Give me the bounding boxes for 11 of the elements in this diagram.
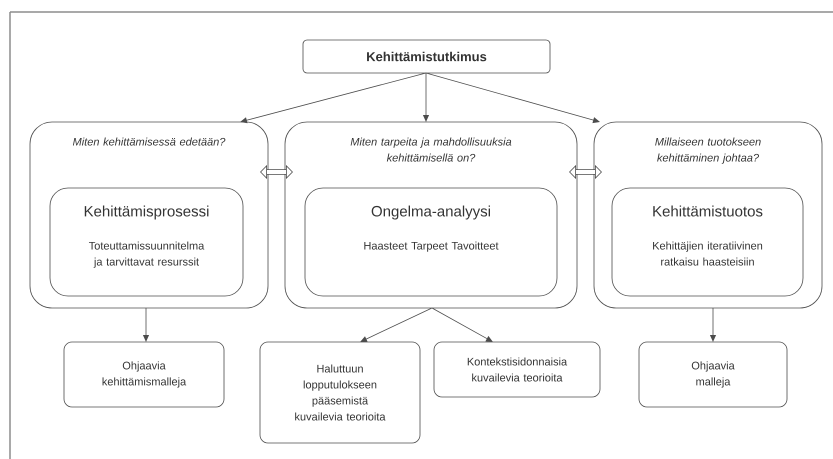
output-box: Ohjaavia kehittämismalleja: [64, 342, 224, 408]
process-box: Kehittämisprosessi Toteuttamissuunnitelma ja tarvittavat resurssit: [50, 188, 244, 296]
output-box: Ohjaavia malleja: [638, 342, 788, 408]
title-box: Kehittämistutkimus: [302, 40, 550, 74]
double-arrow: [569, 164, 602, 180]
arrow: [432, 308, 493, 342]
output-box: Kontekstisidonnaisia kuvailevia teorioita: [434, 342, 600, 398]
output-box: Haluttuun lopputulokseen pääsemistä kuvailevia teorioita: [260, 342, 420, 444]
process-box: Kehittämistuotos Kehittäjien iteratiivinen ratkaisu haasteisiin: [612, 188, 804, 296]
process-box: Ongelma-analyysi Haasteet Tarpeet Tavoitteet: [304, 188, 558, 296]
double-arrow: [260, 164, 293, 180]
